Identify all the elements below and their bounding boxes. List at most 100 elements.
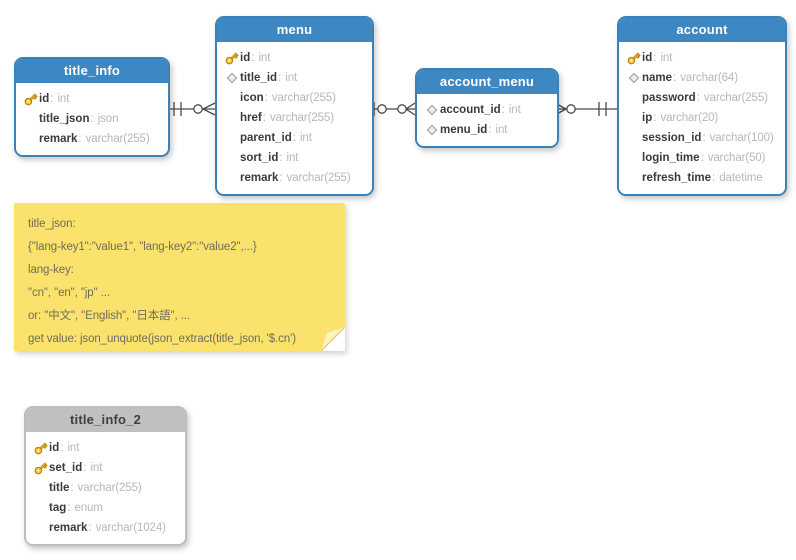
table-account[interactable]: account id int name varchar(64) password… (617, 16, 787, 196)
field-icon-spacer (223, 110, 240, 126)
primary-key-icon (32, 440, 49, 456)
field-name: name (642, 72, 676, 84)
field-name: login_time (642, 152, 704, 164)
field-row[interactable]: title_json json (16, 109, 168, 129)
sticky-note-text: title_json: {"lang-key1":"value1", "lang… (14, 203, 345, 351)
field-row[interactable]: login_time varchar(50) (619, 148, 785, 168)
field-name: href (240, 112, 266, 124)
primary-key-icon (32, 460, 49, 476)
field-name: menu_id (440, 124, 492, 136)
field-name: password (642, 92, 700, 104)
field-type: varchar(64) (680, 72, 738, 84)
field-row[interactable]: set_id int (26, 458, 185, 478)
field-row[interactable]: session_id varchar(100) (619, 128, 785, 148)
field-row[interactable]: account_id int (417, 100, 557, 120)
field-row[interactable]: tag enum (26, 498, 185, 518)
field-row[interactable]: parent_id int (217, 128, 372, 148)
field-row[interactable]: name varchar(64) (619, 68, 785, 88)
table-menu[interactable]: menu id int title_id int icon varchar(25… (215, 16, 374, 196)
field-name: remark (49, 522, 92, 534)
table-account-body: id int name varchar(64) password varchar… (619, 44, 785, 194)
table-title-info[interactable]: title_info id int title_json json remark… (14, 57, 170, 157)
field-icon-spacer (32, 480, 49, 496)
field-type: varchar(255) (77, 482, 142, 494)
field-type: varchar(255) (85, 133, 150, 145)
field-type: varchar(255) (703, 92, 768, 104)
field-row[interactable]: sort_id int (217, 148, 372, 168)
field-name: title (49, 482, 74, 494)
field-row[interactable]: remark varchar(1024) (26, 518, 185, 538)
field-icon-spacer (223, 90, 240, 106)
field-row[interactable]: title varchar(255) (26, 478, 185, 498)
field-icon-spacer (625, 150, 642, 166)
foreign-key-icon (423, 102, 440, 118)
foreign-key-icon (423, 122, 440, 138)
field-row[interactable]: href varchar(255) (217, 108, 372, 128)
note-line: get value: json_unquote(json_extract(tit… (28, 333, 296, 345)
field-type: datetime (719, 172, 763, 184)
field-row[interactable]: refresh_time datetime (619, 168, 785, 188)
field-type: varchar(100) (709, 132, 774, 144)
field-type: int (286, 152, 299, 164)
note-line: or: "中文", "English", "日本語", ... (28, 310, 190, 322)
field-type: int (90, 462, 103, 474)
field-icon-spacer (223, 150, 240, 166)
table-title-info-2[interactable]: title_info_2 id int set_id int title var… (24, 406, 187, 546)
note-line: "cn", "en", "jp" ... (28, 287, 110, 299)
primary-key-icon (223, 50, 240, 66)
field-name: title_json (39, 113, 94, 125)
field-icon-spacer (625, 130, 642, 146)
field-type: varchar(255) (286, 172, 351, 184)
field-type: int (299, 132, 312, 144)
field-name: id (39, 93, 53, 105)
field-icon-spacer (625, 110, 642, 126)
field-row[interactable]: ip varchar(20) (619, 108, 785, 128)
field-type: int (67, 442, 80, 454)
field-name: title_id (240, 72, 281, 84)
table-title-info-header[interactable]: title_info (16, 59, 168, 85)
field-name: refresh_time (642, 172, 715, 184)
foreign-key-icon (625, 70, 642, 86)
relationship-titleinfo-menu[interactable] (166, 102, 216, 116)
field-row[interactable]: icon varchar(255) (217, 88, 372, 108)
field-row[interactable]: id int (16, 89, 168, 109)
relationship-accountmenu-account[interactable] (554, 102, 617, 116)
field-row[interactable]: menu_id int (417, 120, 557, 140)
field-row[interactable]: remark varchar(255) (217, 168, 372, 188)
field-type: varchar(255) (271, 92, 336, 104)
field-type: int (258, 52, 271, 64)
field-icon-spacer (32, 520, 49, 536)
field-row[interactable]: title_id int (217, 68, 372, 88)
field-name: remark (39, 133, 82, 145)
field-type: json (97, 113, 119, 125)
field-row[interactable]: id int (619, 48, 785, 68)
field-row[interactable]: id int (26, 438, 185, 458)
field-name: parent_id (240, 132, 296, 144)
relationship-menu-accountmenu[interactable] (370, 102, 416, 116)
field-type: enum (74, 502, 103, 514)
table-account-header[interactable]: account (619, 18, 785, 44)
field-icon-spacer (223, 130, 240, 146)
field-name: id (642, 52, 656, 64)
field-type: varchar(255) (269, 112, 334, 124)
table-account-menu[interactable]: account_menu account_id int menu_id int (415, 68, 559, 148)
field-type: varchar(1024) (95, 522, 166, 534)
field-row[interactable]: id int (217, 48, 372, 68)
field-row[interactable]: remark varchar(255) (16, 129, 168, 149)
table-menu-header[interactable]: menu (217, 18, 372, 44)
sticky-note-title-json[interactable]: title_json: {"lang-key1":"value1", "lang… (14, 203, 345, 351)
table-title-info-2-header[interactable]: title_info_2 (26, 408, 185, 434)
field-type: int (660, 52, 673, 64)
field-name: ip (642, 112, 656, 124)
note-line: {"lang-key1":"value1", "lang-key2":"valu… (28, 241, 257, 253)
field-name: sort_id (240, 152, 283, 164)
field-type: int (495, 124, 508, 136)
field-name: set_id (49, 462, 86, 474)
table-menu-body: id int title_id int icon varchar(255) hr… (217, 44, 372, 194)
table-account-menu-header[interactable]: account_menu (417, 70, 557, 96)
table-account-menu-body: account_id int menu_id int (417, 96, 557, 146)
note-folded-corner (321, 327, 345, 351)
field-row[interactable]: password varchar(255) (619, 88, 785, 108)
field-type: int (508, 104, 521, 116)
